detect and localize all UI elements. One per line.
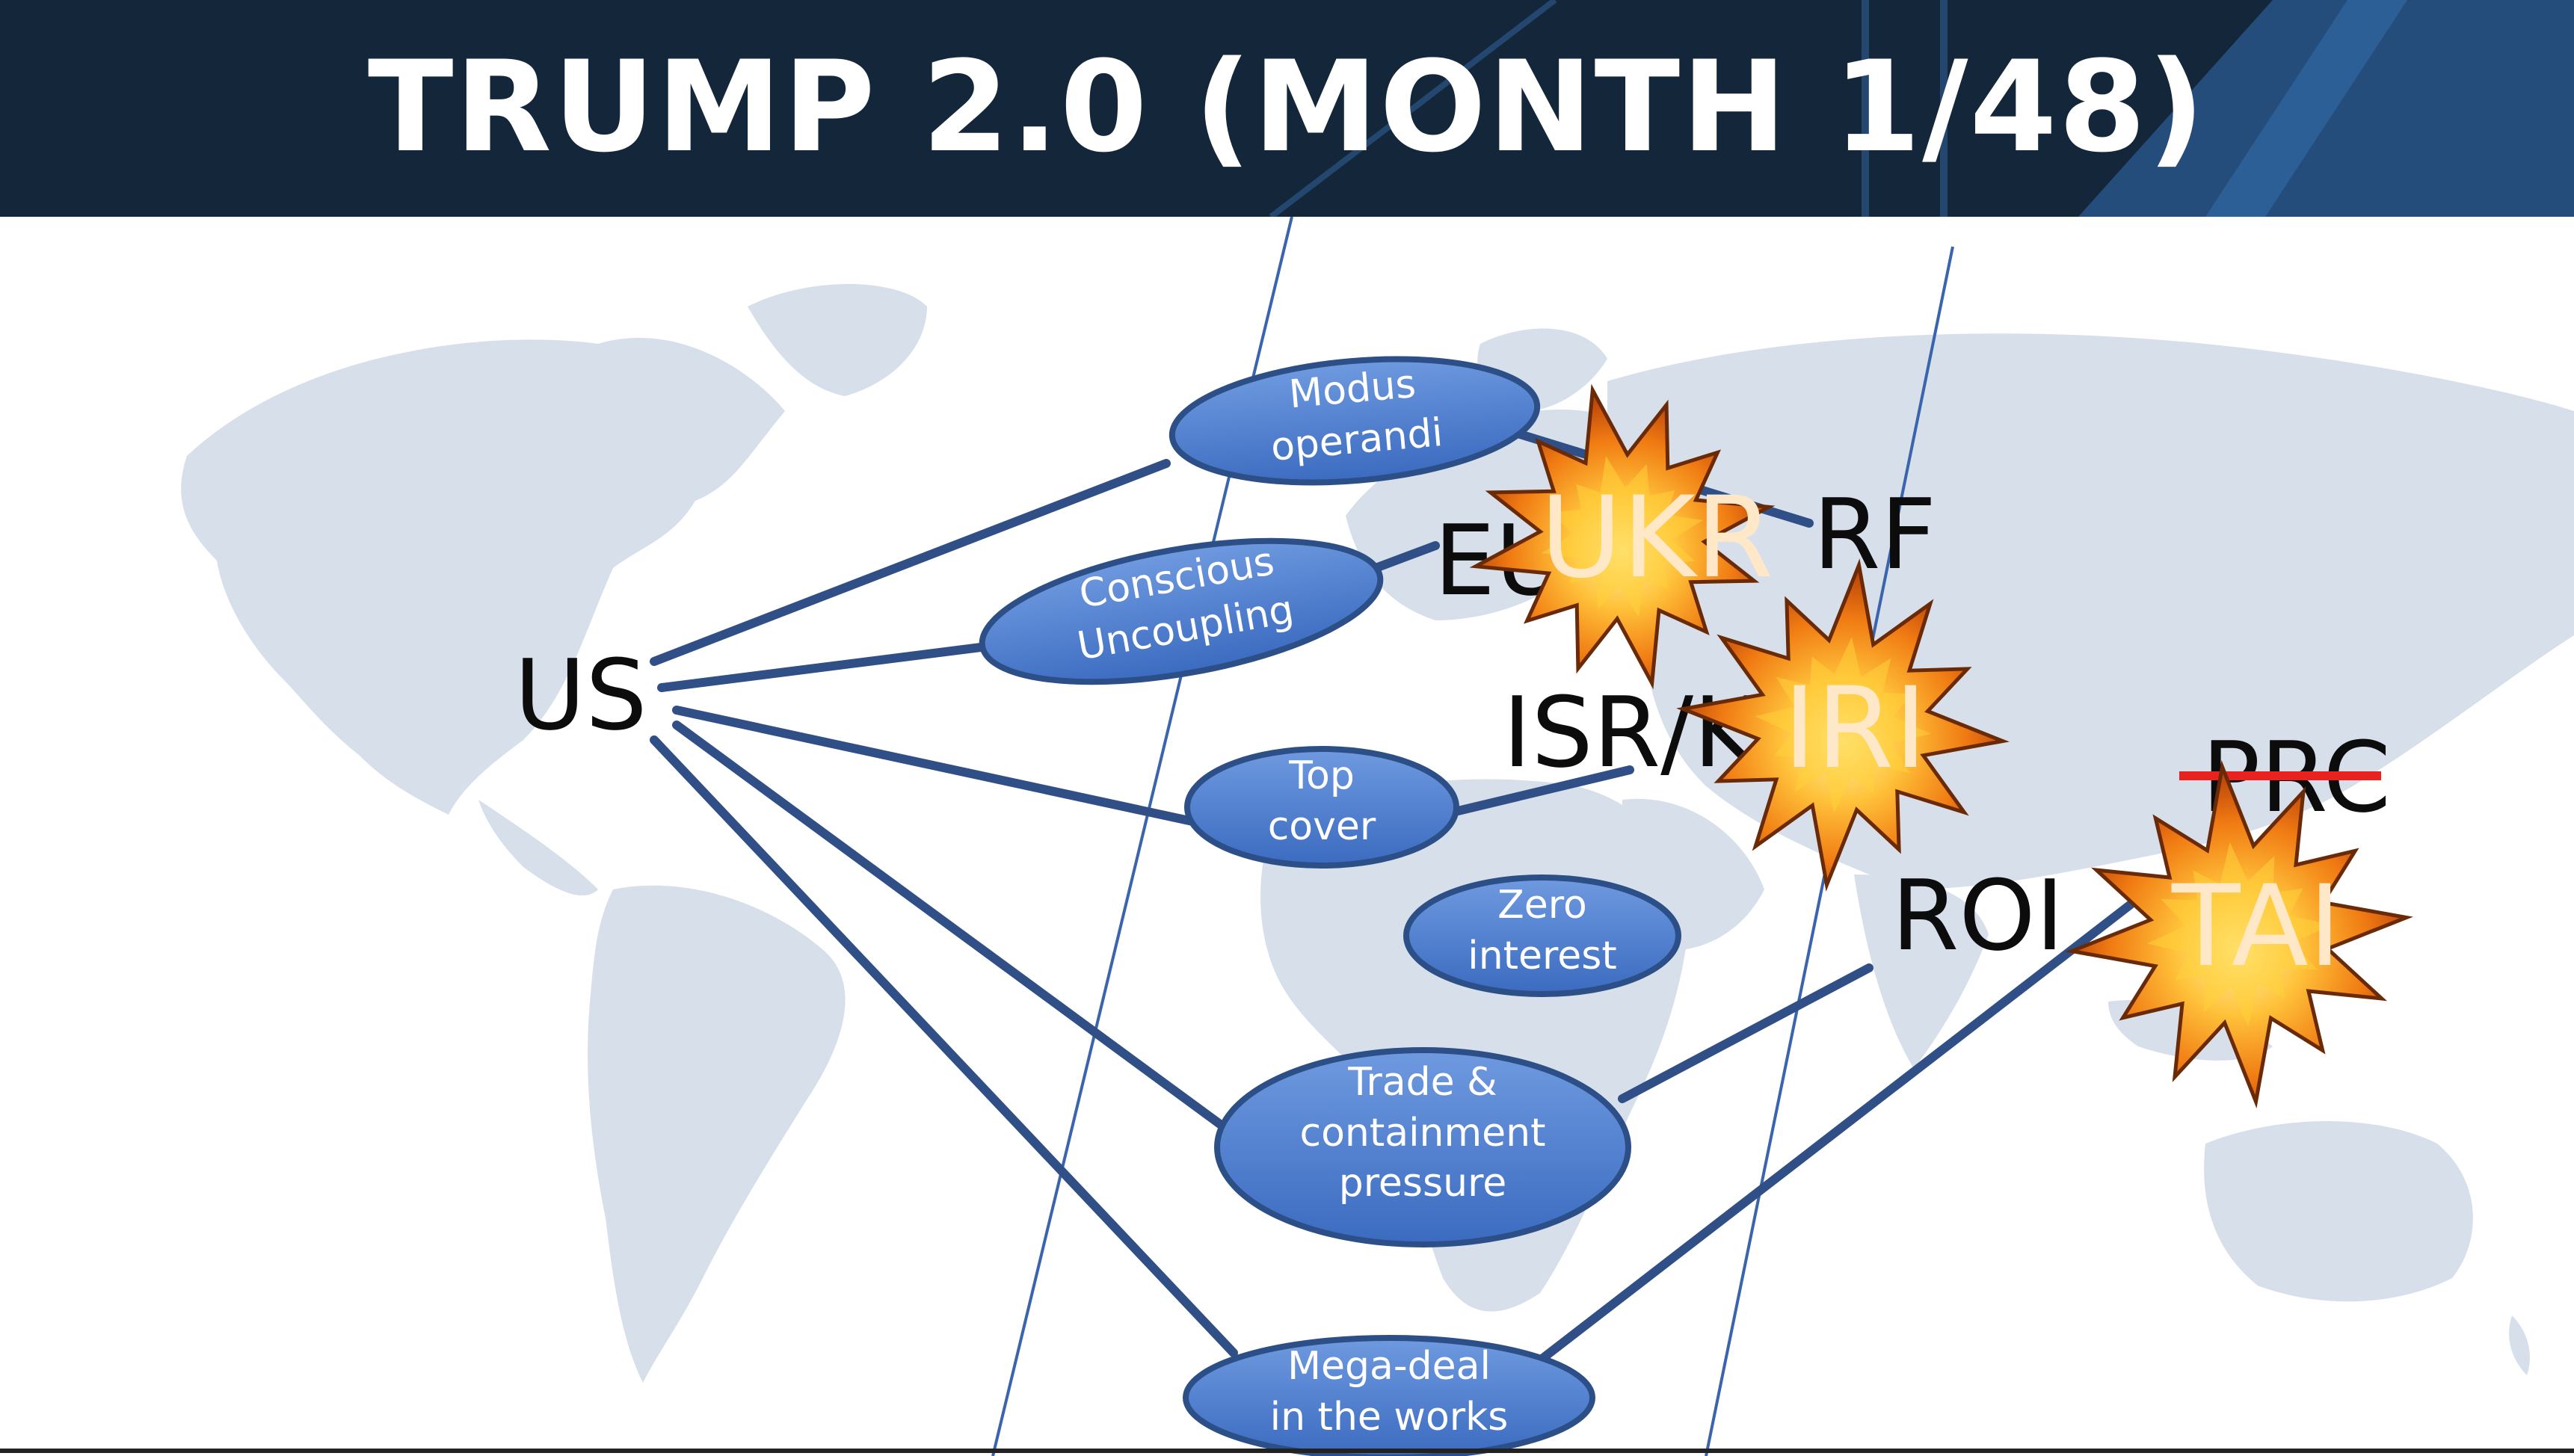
connector-us-modus (650, 459, 1171, 666)
node-modus-operandi (1169, 356, 1541, 486)
explosion-iri (1676, 558, 2010, 892)
explosion-layer (1469, 383, 2413, 1108)
diagram-canvas: US EU RF ISR/KSA ROI PRC UKR IRI TAI Mod… (0, 217, 2574, 1456)
connector-layer (650, 217, 2135, 1456)
node-conscious-uncoupling (979, 537, 1384, 685)
node-text-top-cover: Top cover (1267, 753, 1376, 849)
label-rf: RF (1813, 478, 1937, 591)
policy-node-layer (979, 356, 1681, 1456)
hotspot-label-iri: IRI (1783, 664, 1927, 794)
hotspot-label-ukr: UKR (1540, 473, 1774, 603)
node-text-trade-containment: Trade & containment pressure (1299, 1060, 1546, 1206)
connector-us-trade (672, 721, 1231, 1133)
bottom-rule (0, 1449, 2574, 1453)
node-mega-deal (1183, 1335, 1595, 1456)
hotspot-label-tai: TAI (2172, 862, 2341, 992)
explosion-tai (2065, 760, 2413, 1108)
node-zero-interest (1403, 874, 1681, 997)
prc-strikethrough (2179, 771, 2381, 780)
title-bar: TRUMP 2.0 (MONTH 1/48) (0, 0, 2574, 217)
connector-conscious-eu (1371, 541, 1440, 573)
connector-mega-tai (1536, 900, 2135, 1365)
connector-us-mega (650, 735, 1238, 1357)
title-bar-accent (1269, 0, 2574, 217)
label-us: US (514, 638, 647, 752)
connector-us-conscious (657, 642, 991, 692)
node-text-zero-interest: Zero interest (1468, 883, 1617, 978)
connector-us-topcover (672, 706, 1201, 827)
connector-trade-roi (1618, 963, 1873, 1103)
label-roi: ROI (1891, 859, 2064, 972)
connector-topcover-isr (1453, 765, 1634, 815)
node-top-cover (1184, 746, 1459, 869)
node-trade-containment (1214, 1047, 1631, 1247)
node-text-mega-deal: Mega-deal in the works (1269, 1344, 1509, 1440)
explosion-ukr (1469, 383, 1776, 690)
slide-title: TRUMP 2.0 (MONTH 1/48) (367, 34, 2207, 180)
